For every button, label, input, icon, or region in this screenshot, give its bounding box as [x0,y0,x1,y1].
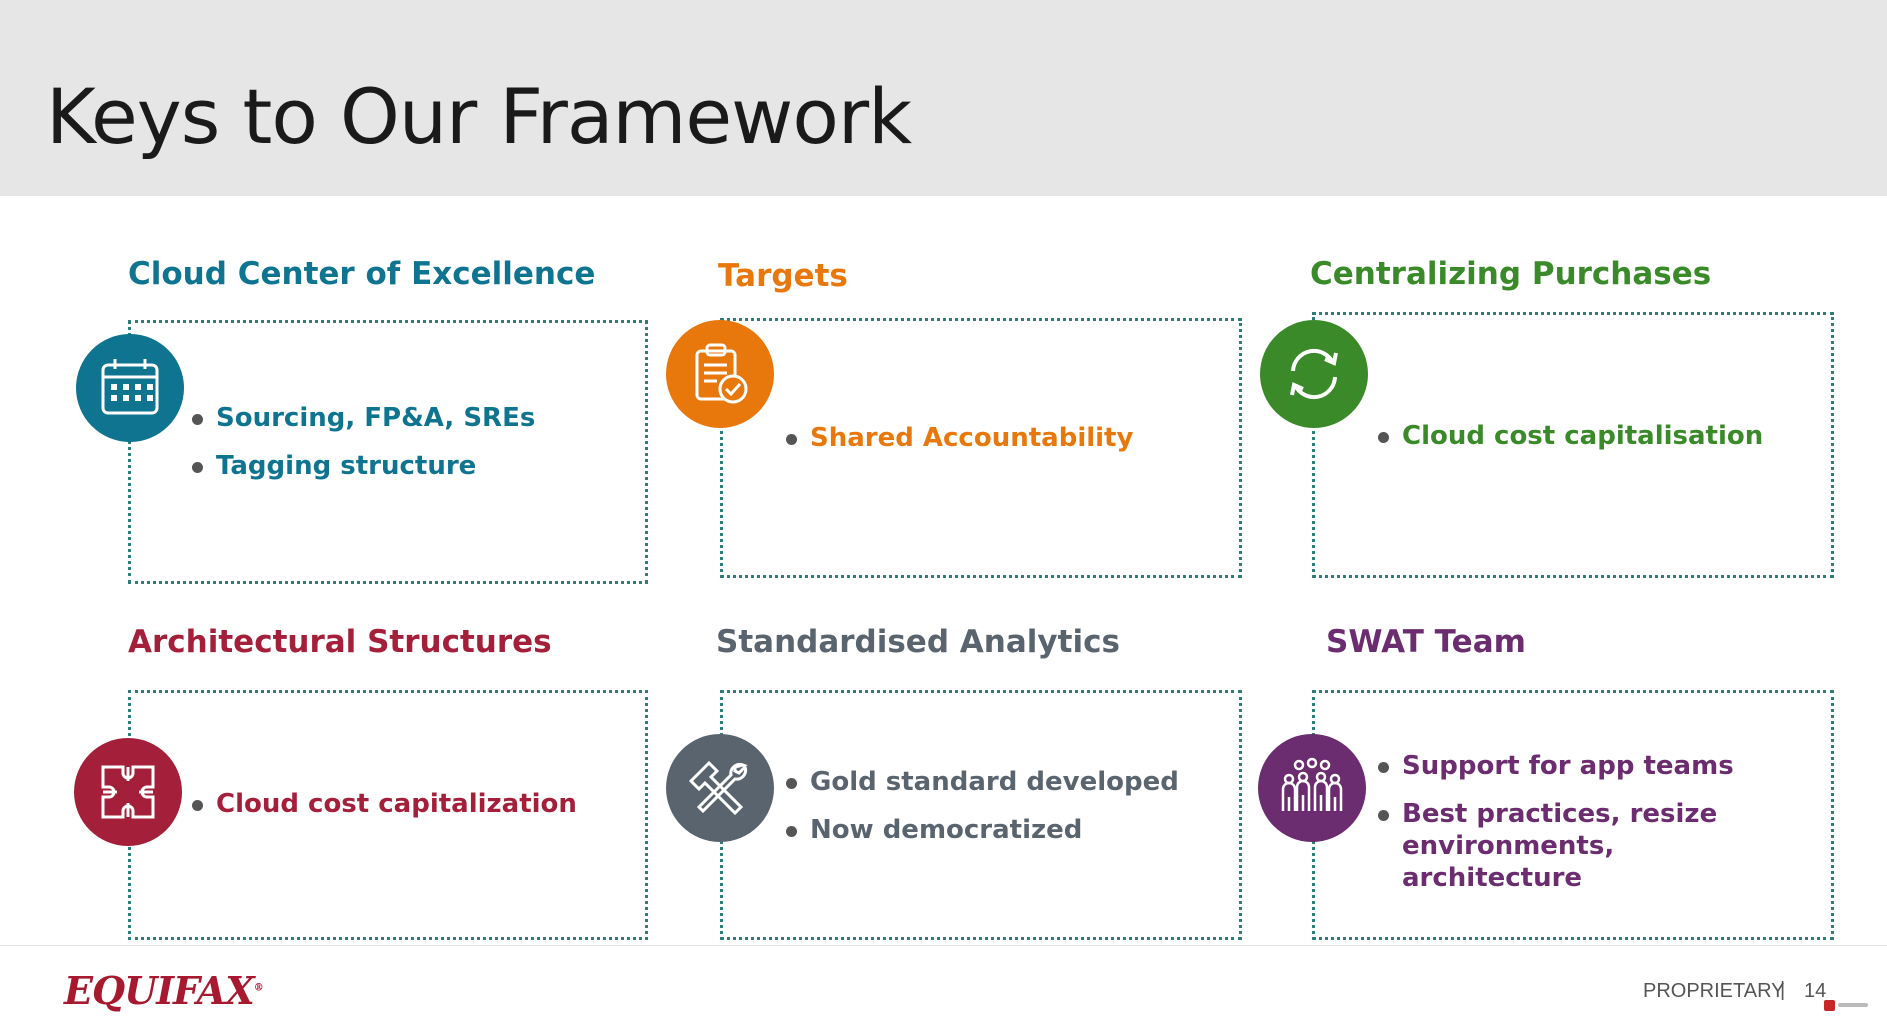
card-box-cloud-center-of-excellence [128,320,648,584]
bullet-item: Cloud cost capitalisation [1378,420,1818,452]
proprietary-label: PROPRIETARY [1643,980,1785,1002]
card-title-swat-team: SWAT Team [1326,624,1526,660]
footer-divider [0,945,1887,946]
bullet-item: Now democratized [786,814,1226,846]
bullet-list-standardised-analytics: Gold standard developed Now democratized [786,766,1226,862]
card-title-cloud-center-of-excellence: Cloud Center of Excellence [128,256,596,292]
bullet-item: Cloud cost capitalization [192,788,632,820]
page-number: 14 [1804,980,1827,1002]
bullet-list-swat-team: Support for app teams Best practices, re… [1378,750,1798,910]
subscribe-icon[interactable] [1824,999,1872,1011]
bullet-item: Support for app teams [1378,750,1798,782]
subscribe-icon-square [1824,999,1835,1011]
logo-registered-mark: ® [253,982,264,994]
slide-title: Keys to Our Framework [46,72,912,161]
header-band: Keys to Our Framework [0,0,1887,196]
card-box-targets [720,318,1242,578]
bullet-item: Tagging structure [192,450,632,482]
bullet-list-targets: Shared Accountability [786,422,1226,470]
bullet-item: Gold standard developed [786,766,1226,798]
card-title-architectural-structures: Architectural Structures [128,624,552,660]
bullet-list-centralizing-purchases: Cloud cost capitalisation [1378,420,1818,468]
bullet-item: Sourcing, FP&A, SREs [192,402,632,434]
bullet-item: Shared Accountability [786,422,1226,454]
calendar-icon [76,334,184,442]
hammer-wrench-icon [666,734,774,842]
card-title-targets: Targets [718,258,848,294]
clipboard-check-icon [666,320,774,428]
bullet-list-cloud-center-of-excellence: Sourcing, FP&A, SREs Tagging structure [192,402,632,498]
bullet-list-architectural-structures: Cloud cost capitalization [192,788,632,836]
puzzle-icon [74,738,182,846]
subscribe-icon-bar [1838,1003,1868,1007]
bullet-item: Best practices, resize environments, arc… [1378,798,1798,894]
refresh-cycle-icon [1260,320,1368,428]
card-title-centralizing-purchases: Centralizing Purchases [1310,256,1712,292]
card-title-standardised-analytics: Standardised Analytics [716,624,1120,660]
card-box-centralizing-purchases [1312,312,1834,578]
team-icon [1258,734,1366,842]
equifax-logo: EQUIFAX® [64,968,264,1013]
footer-separator: | [1780,979,1786,1001]
logo-text: EQUIFAX [64,968,255,1013]
